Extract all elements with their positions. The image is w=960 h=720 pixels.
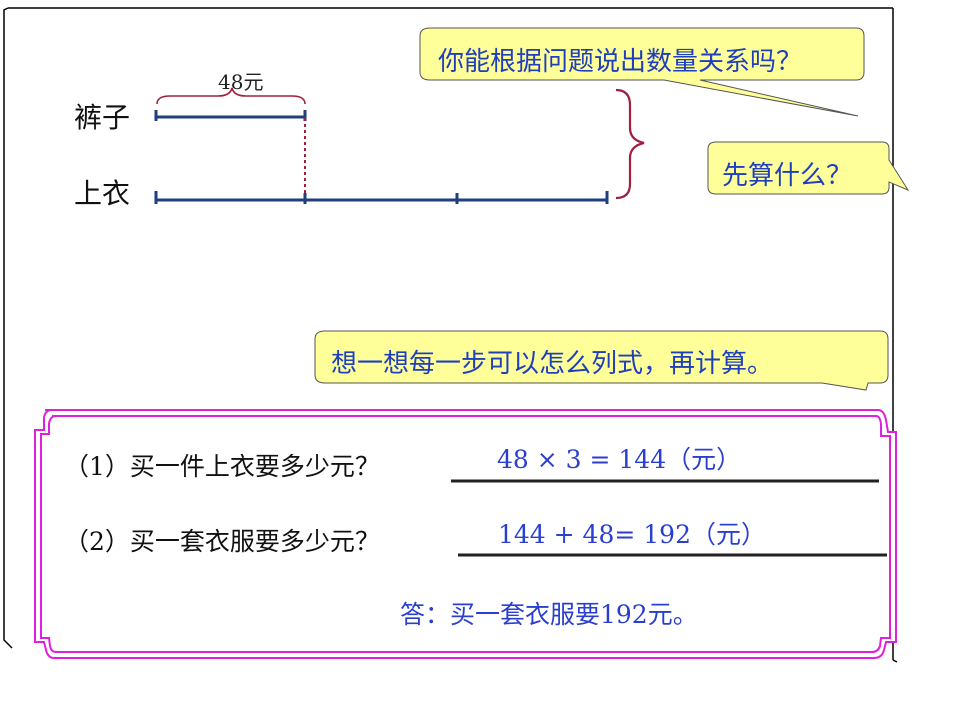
- question-2: （2）买一套衣服要多少元？: [64, 527, 380, 556]
- pants-segment: [154, 110, 307, 121]
- answer-2: 144 + 48= 192（元）: [498, 520, 766, 549]
- question-1: （1）买一件上衣要多少元？: [64, 452, 380, 481]
- bubble-first-step: [707, 141, 910, 195]
- bubble-think-text: 想一想每一步可以怎么列式，再计算。: [331, 349, 774, 379]
- bubble-think: [314, 330, 889, 391]
- pants-price-label: 48元: [218, 70, 264, 94]
- jacket-segment: [154, 191, 609, 204]
- bubble-relation: [419, 27, 865, 117]
- slide-border: [3, 7, 898, 663]
- bubble-first-step-text: 先算什么？: [722, 161, 853, 191]
- answer-1: 48 × 3 = 144（元）: [497, 445, 742, 474]
- problem-panel: [34, 409, 897, 659]
- jacket-label: 上衣: [74, 177, 131, 210]
- pants-price-brace: [156, 87, 306, 105]
- pants-label: 裤子: [74, 101, 131, 134]
- final-answer: 答：买一套衣服要192元。: [400, 600, 698, 629]
- bubble-relation-text: 你能根据问题说出数量关系吗？: [438, 47, 803, 77]
- total-brace: [615, 88, 645, 200]
